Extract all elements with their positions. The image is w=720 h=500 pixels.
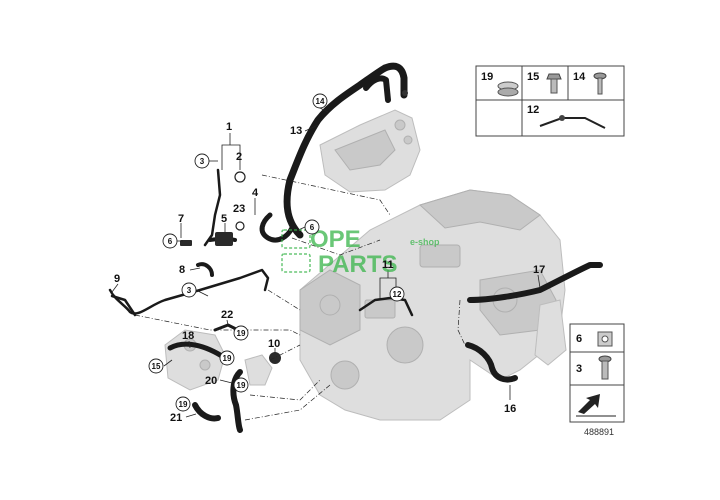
callout-6-main: 6: [310, 223, 315, 232]
o-ring-2: [234, 171, 246, 183]
clamp-a: [402, 90, 408, 96]
engine-block: [299, 189, 567, 421]
line-12-icon: [539, 115, 606, 129]
callout-19-c: 19: [237, 381, 246, 390]
callout-labels: 1 2 4 23 5 7 8 9 13 11 17 16 10 18 22 20…: [114, 121, 545, 424]
callout-17: 17: [533, 264, 545, 276]
legend-14-label: 14: [573, 71, 586, 83]
arrow-icon: [576, 394, 616, 417]
callout-5: 5: [221, 213, 227, 225]
callout-11: 11: [382, 259, 394, 271]
callout-6-left: 6: [168, 237, 173, 246]
callout-13: 13: [290, 125, 302, 137]
valve-cover: [319, 109, 421, 193]
callout-21: 21: [170, 412, 182, 424]
callout-10: 10: [268, 338, 280, 350]
thermostat-housing: [244, 354, 273, 386]
clip-6-icon: [597, 331, 613, 347]
callout-19-d: 19: [179, 400, 188, 409]
sensor-5: [215, 232, 233, 246]
small-parts: [180, 90, 408, 364]
legend-side: 6 3: [569, 323, 625, 423]
bolt-3-icon: [598, 355, 612, 380]
reference-lines: [134, 174, 466, 421]
hoses: [108, 62, 603, 433]
clamp-19-icon: [497, 81, 519, 97]
o-ring-23: [235, 221, 245, 231]
legend-6-label: 6: [576, 333, 582, 345]
reference-number: 488891: [584, 427, 614, 437]
callout-19-a: 19: [223, 354, 232, 363]
legend-12-label: 12: [527, 104, 539, 116]
callout-18: 18: [182, 330, 194, 342]
callout-3-mid: 3: [187, 286, 192, 295]
callout-19-b: 19: [237, 329, 246, 338]
callout-3-top: 3: [200, 157, 205, 166]
callout-16: 16: [504, 403, 516, 415]
callout-1: 1: [226, 121, 232, 133]
watermark-eshop: e-shop: [410, 237, 440, 247]
sensor-7: [180, 240, 192, 246]
callout-8: 8: [179, 264, 185, 276]
leader-lines: [111, 107, 541, 418]
callout-20: 20: [205, 375, 217, 387]
callout-4: 4: [252, 187, 259, 199]
callout-15-main: 15: [152, 362, 161, 371]
callout-22: 22: [221, 309, 233, 321]
legend-top-right: 19 15 14 12: [475, 65, 625, 137]
cap-10: [269, 352, 281, 364]
bolt-15-icon: [546, 73, 562, 94]
legend-15-label: 15: [527, 71, 539, 83]
legend-3-label: 3: [576, 363, 582, 375]
callout-7: 7: [178, 213, 184, 225]
callout-2: 2: [236, 151, 242, 163]
callout-12-main: 12: [393, 290, 402, 299]
watermark-bottom: PARTS: [318, 251, 398, 278]
callout-9: 9: [114, 273, 120, 285]
callout-23: 23: [233, 203, 245, 215]
callout-14: 14: [316, 97, 325, 106]
legend-19-label: 19: [481, 71, 493, 83]
circled-callouts: 3 14 6 6 3 12 15 19 19 19 19: [148, 93, 405, 412]
screw-14-icon: [593, 72, 607, 95]
